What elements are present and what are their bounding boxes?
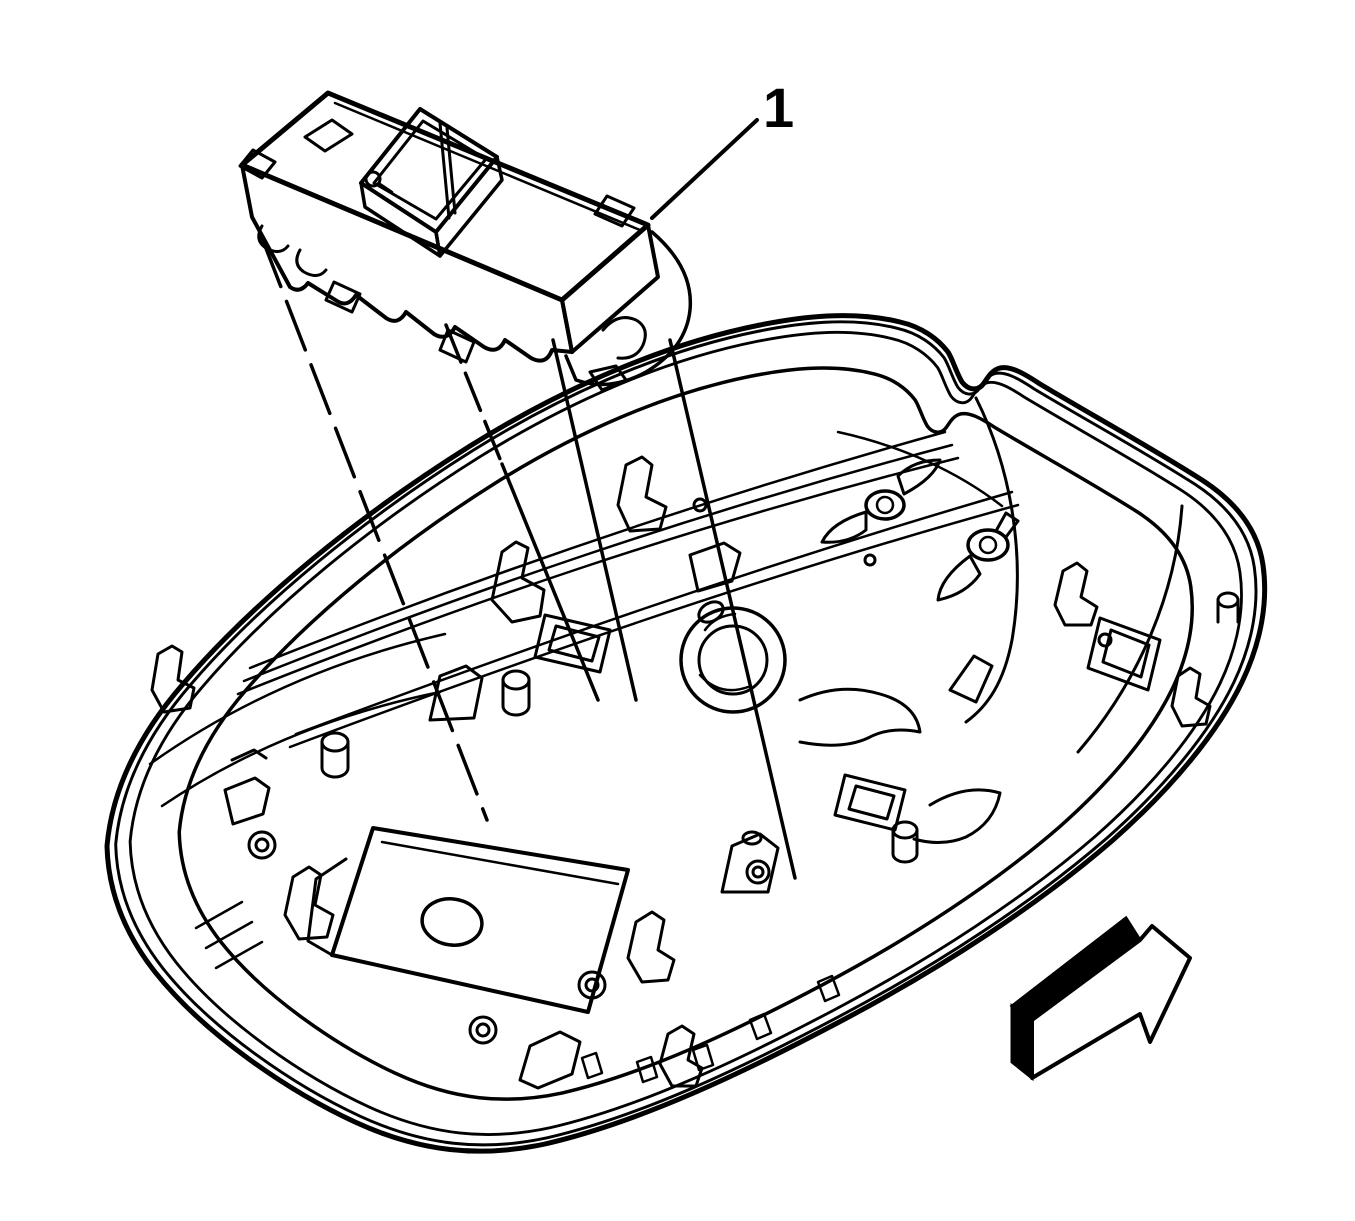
projection-line-4 [668, 338, 797, 880]
console-rim-line-2 [114, 320, 1258, 1147]
pin-bosses [320, 591, 1240, 864]
console-tray [306, 826, 630, 1014]
module-item-1 [238, 90, 693, 392]
arrow-front-face [1030, 924, 1192, 1080]
rim-tabs [580, 974, 841, 1084]
projection-line-2-solid [500, 462, 600, 702]
direction-arrow-icon [1009, 915, 1192, 1082]
frame-brackets [533, 613, 1162, 832]
center-bracket-assembly [692, 497, 1113, 846]
console-rim-line-3 [128, 330, 1243, 1136]
console-ledge-lines [236, 430, 1020, 749]
projection-lines [260, 236, 797, 880]
module-end-face [560, 223, 660, 354]
module-front-face [240, 163, 574, 363]
retainer-clips [150, 455, 1212, 1090]
winged-boss-right [936, 511, 1020, 602]
projection-line-3 [551, 338, 638, 702]
lamp-socket-ring [679, 600, 787, 714]
projection-line-dashed-1 [260, 236, 489, 822]
callout-1-leader-line [650, 118, 759, 220]
console-housing [104, 313, 1268, 1154]
module-top-tabs [238, 118, 636, 228]
callout-1: 1 [650, 76, 794, 220]
module-connector [359, 107, 504, 258]
callout-1-label: 1 [763, 76, 794, 139]
projection-line-dashed-2 [444, 323, 504, 466]
winged-boss-left [820, 458, 942, 544]
connector-latch-pin [364, 170, 382, 188]
module-side-clips [257, 224, 476, 364]
console-outer-rim [104, 313, 1268, 1154]
console-inner-opening [177, 366, 1194, 1101]
console-interior-surface-lines [148, 396, 1184, 970]
